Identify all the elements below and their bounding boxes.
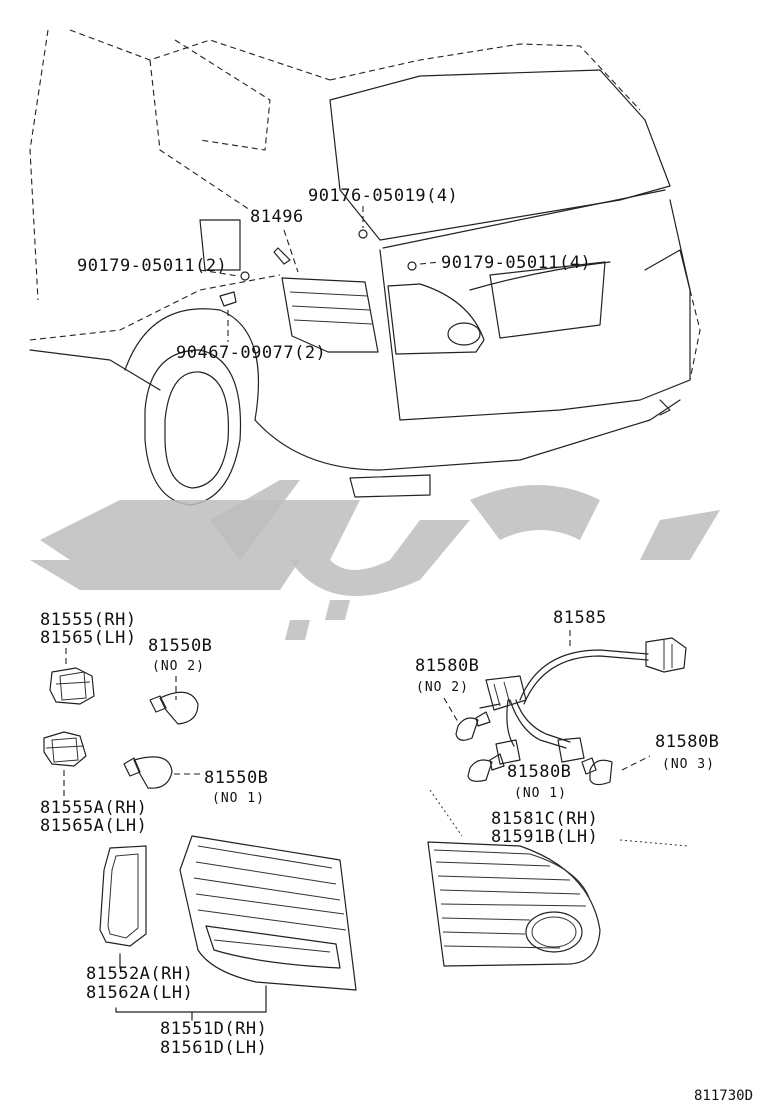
note-81580b-no2: (NO 2) xyxy=(416,680,469,695)
label-90179-05011-left: 90179-05011(2) xyxy=(77,256,227,276)
wire-harness-81585 xyxy=(479,637,687,765)
label-81561d-lh: 81561D(LH) xyxy=(160,1038,267,1058)
clip-81496 xyxy=(273,247,291,265)
gasket-81552a xyxy=(99,845,147,947)
label-81585: 81585 xyxy=(553,608,607,628)
label-81552a-rh: 81552A(RH) xyxy=(86,964,193,984)
socket-81555 xyxy=(49,667,95,705)
label-81565-lh: 81565(LH) xyxy=(40,628,137,648)
label-90176-05019: 90176-05019(4) xyxy=(308,186,458,206)
watermark-logo xyxy=(30,480,720,640)
label-81550b-no2: 81550B xyxy=(148,636,212,656)
bulb-81550b-no1 xyxy=(123,756,173,789)
label-81591b-lh: 81591B(LH) xyxy=(491,827,598,847)
socket-81555a xyxy=(43,731,87,767)
label-81555a-rh: 81555A(RH) xyxy=(40,798,147,818)
diagram-code: 811730D xyxy=(694,1088,753,1104)
label-90179-05011-right: 90179-05011(4) xyxy=(441,253,591,273)
inner-lamp-81581c xyxy=(427,841,601,967)
note-81550b-no1: (NO 1) xyxy=(212,791,265,806)
note-81580b-no1: (NO 1) xyxy=(514,786,567,801)
bulb-81580b-no3 xyxy=(581,757,613,786)
bulb-81580b-no1 xyxy=(467,753,505,782)
label-81581c-rh: 81581C(RH) xyxy=(491,809,598,829)
label-81555-rh: 81555(RH) xyxy=(40,610,137,630)
installed-inner-lamp xyxy=(387,283,485,355)
label-81580b-no3: 81580B xyxy=(655,732,719,752)
note-81550b-no2: (NO 2) xyxy=(152,659,205,674)
label-81551d-rh: 81551D(RH) xyxy=(160,1019,267,1039)
label-81565a-lh: 81565A(LH) xyxy=(40,816,147,836)
bulb-81580b-no2 xyxy=(455,711,491,741)
screw-90179-left xyxy=(240,271,250,281)
screw-90176 xyxy=(358,229,368,239)
label-81496: 81496 xyxy=(250,207,304,227)
screw-90179-right xyxy=(407,261,417,271)
vehicle-rear-illustration xyxy=(29,29,701,506)
tail-lamp-81551d xyxy=(179,835,357,991)
installed-tail-lamp xyxy=(281,277,379,353)
label-81550b-no1: 81550B xyxy=(204,768,268,788)
label-90467-09077: 90467-09077(2) xyxy=(176,343,326,363)
label-81580b-no1: 81580B xyxy=(507,762,571,782)
label-81562a-lh: 81562A(LH) xyxy=(86,983,193,1003)
note-81580b-no3: (NO 3) xyxy=(662,757,715,772)
label-81580b-no2: 81580B xyxy=(415,656,479,676)
nut-90467 xyxy=(219,291,237,307)
bulb-81550b-no2 xyxy=(149,691,199,725)
